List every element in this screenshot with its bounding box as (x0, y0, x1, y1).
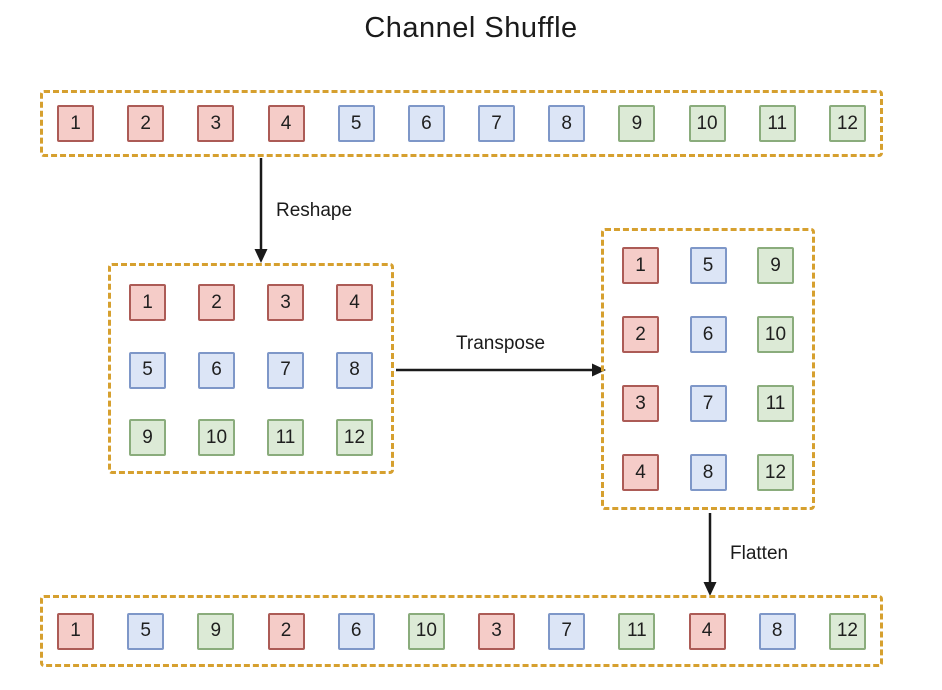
channel-cell-5: 5 (129, 351, 166, 389)
channel-cell-4: 4 (336, 284, 373, 321)
channel-cell-12: 12 (828, 105, 866, 142)
channel-cell-6: 6 (689, 316, 727, 353)
channel-cell-6: 6 (198, 351, 235, 389)
channel-cell-12: 12 (757, 454, 794, 491)
channel-cell-3: 3 (197, 105, 235, 142)
channel-cell-2: 2 (198, 284, 235, 321)
channel-cell-4: 4 (622, 454, 659, 491)
channel-cell-7: 7 (548, 612, 586, 650)
channel-cell-4: 4 (688, 612, 726, 650)
channel-cell-11: 11 (758, 105, 796, 142)
channel-cell-11: 11 (757, 385, 794, 422)
channel-cell-12: 12 (828, 612, 866, 650)
channel-cell-8: 8 (758, 612, 796, 650)
channel-cell-4: 4 (267, 105, 305, 142)
reshape-label: Reshape (276, 200, 353, 221)
flatten-label: Flatten (730, 543, 789, 564)
channel-cell-2: 2 (267, 612, 305, 650)
channel-cell-7: 7 (267, 351, 304, 389)
channel-cell-1: 1 (57, 105, 94, 142)
flatten-arrow (703, 513, 717, 596)
channel-cell-12: 12 (336, 419, 373, 456)
channel-cell-8: 8 (689, 454, 727, 491)
channel-cell-6: 6 (337, 612, 375, 650)
transpose-arrow (396, 363, 606, 377)
channel-cell-1: 1 (129, 284, 166, 321)
channel-cell-1: 1 (57, 612, 94, 650)
channel-cell-5: 5 (127, 612, 165, 650)
channel-cell-2: 2 (622, 316, 659, 353)
channel-cell-11: 11 (618, 612, 656, 650)
transpose-label: Transpose (456, 333, 546, 354)
channel-cell-8: 8 (336, 351, 373, 389)
reshape-arrow (254, 158, 268, 263)
channel-cell-3: 3 (622, 385, 659, 422)
channel-cell-10: 10 (688, 105, 726, 142)
diagram-title: Channel Shuffle (364, 12, 578, 44)
channel-cell-11: 11 (267, 419, 304, 456)
channel-cell-5: 5 (689, 247, 727, 284)
channel-cell-3: 3 (267, 284, 304, 321)
channel-cell-8: 8 (548, 105, 586, 142)
channel-cell-9: 9 (618, 105, 656, 142)
channel-cell-1: 1 (622, 247, 659, 284)
channel-cell-9: 9 (129, 419, 166, 456)
channel-cell-9: 9 (197, 612, 235, 650)
channel-cell-6: 6 (407, 105, 445, 142)
channel-cell-5: 5 (337, 105, 375, 142)
channel-cell-3: 3 (478, 612, 516, 650)
channel-cell-7: 7 (478, 105, 516, 142)
channel-cell-2: 2 (127, 105, 165, 142)
channel-cell-7: 7 (689, 385, 727, 422)
channel-cell-10: 10 (407, 612, 445, 650)
channel-cell-9: 9 (757, 247, 794, 284)
channel-cell-10: 10 (198, 419, 235, 456)
channel-cell-10: 10 (757, 316, 794, 353)
